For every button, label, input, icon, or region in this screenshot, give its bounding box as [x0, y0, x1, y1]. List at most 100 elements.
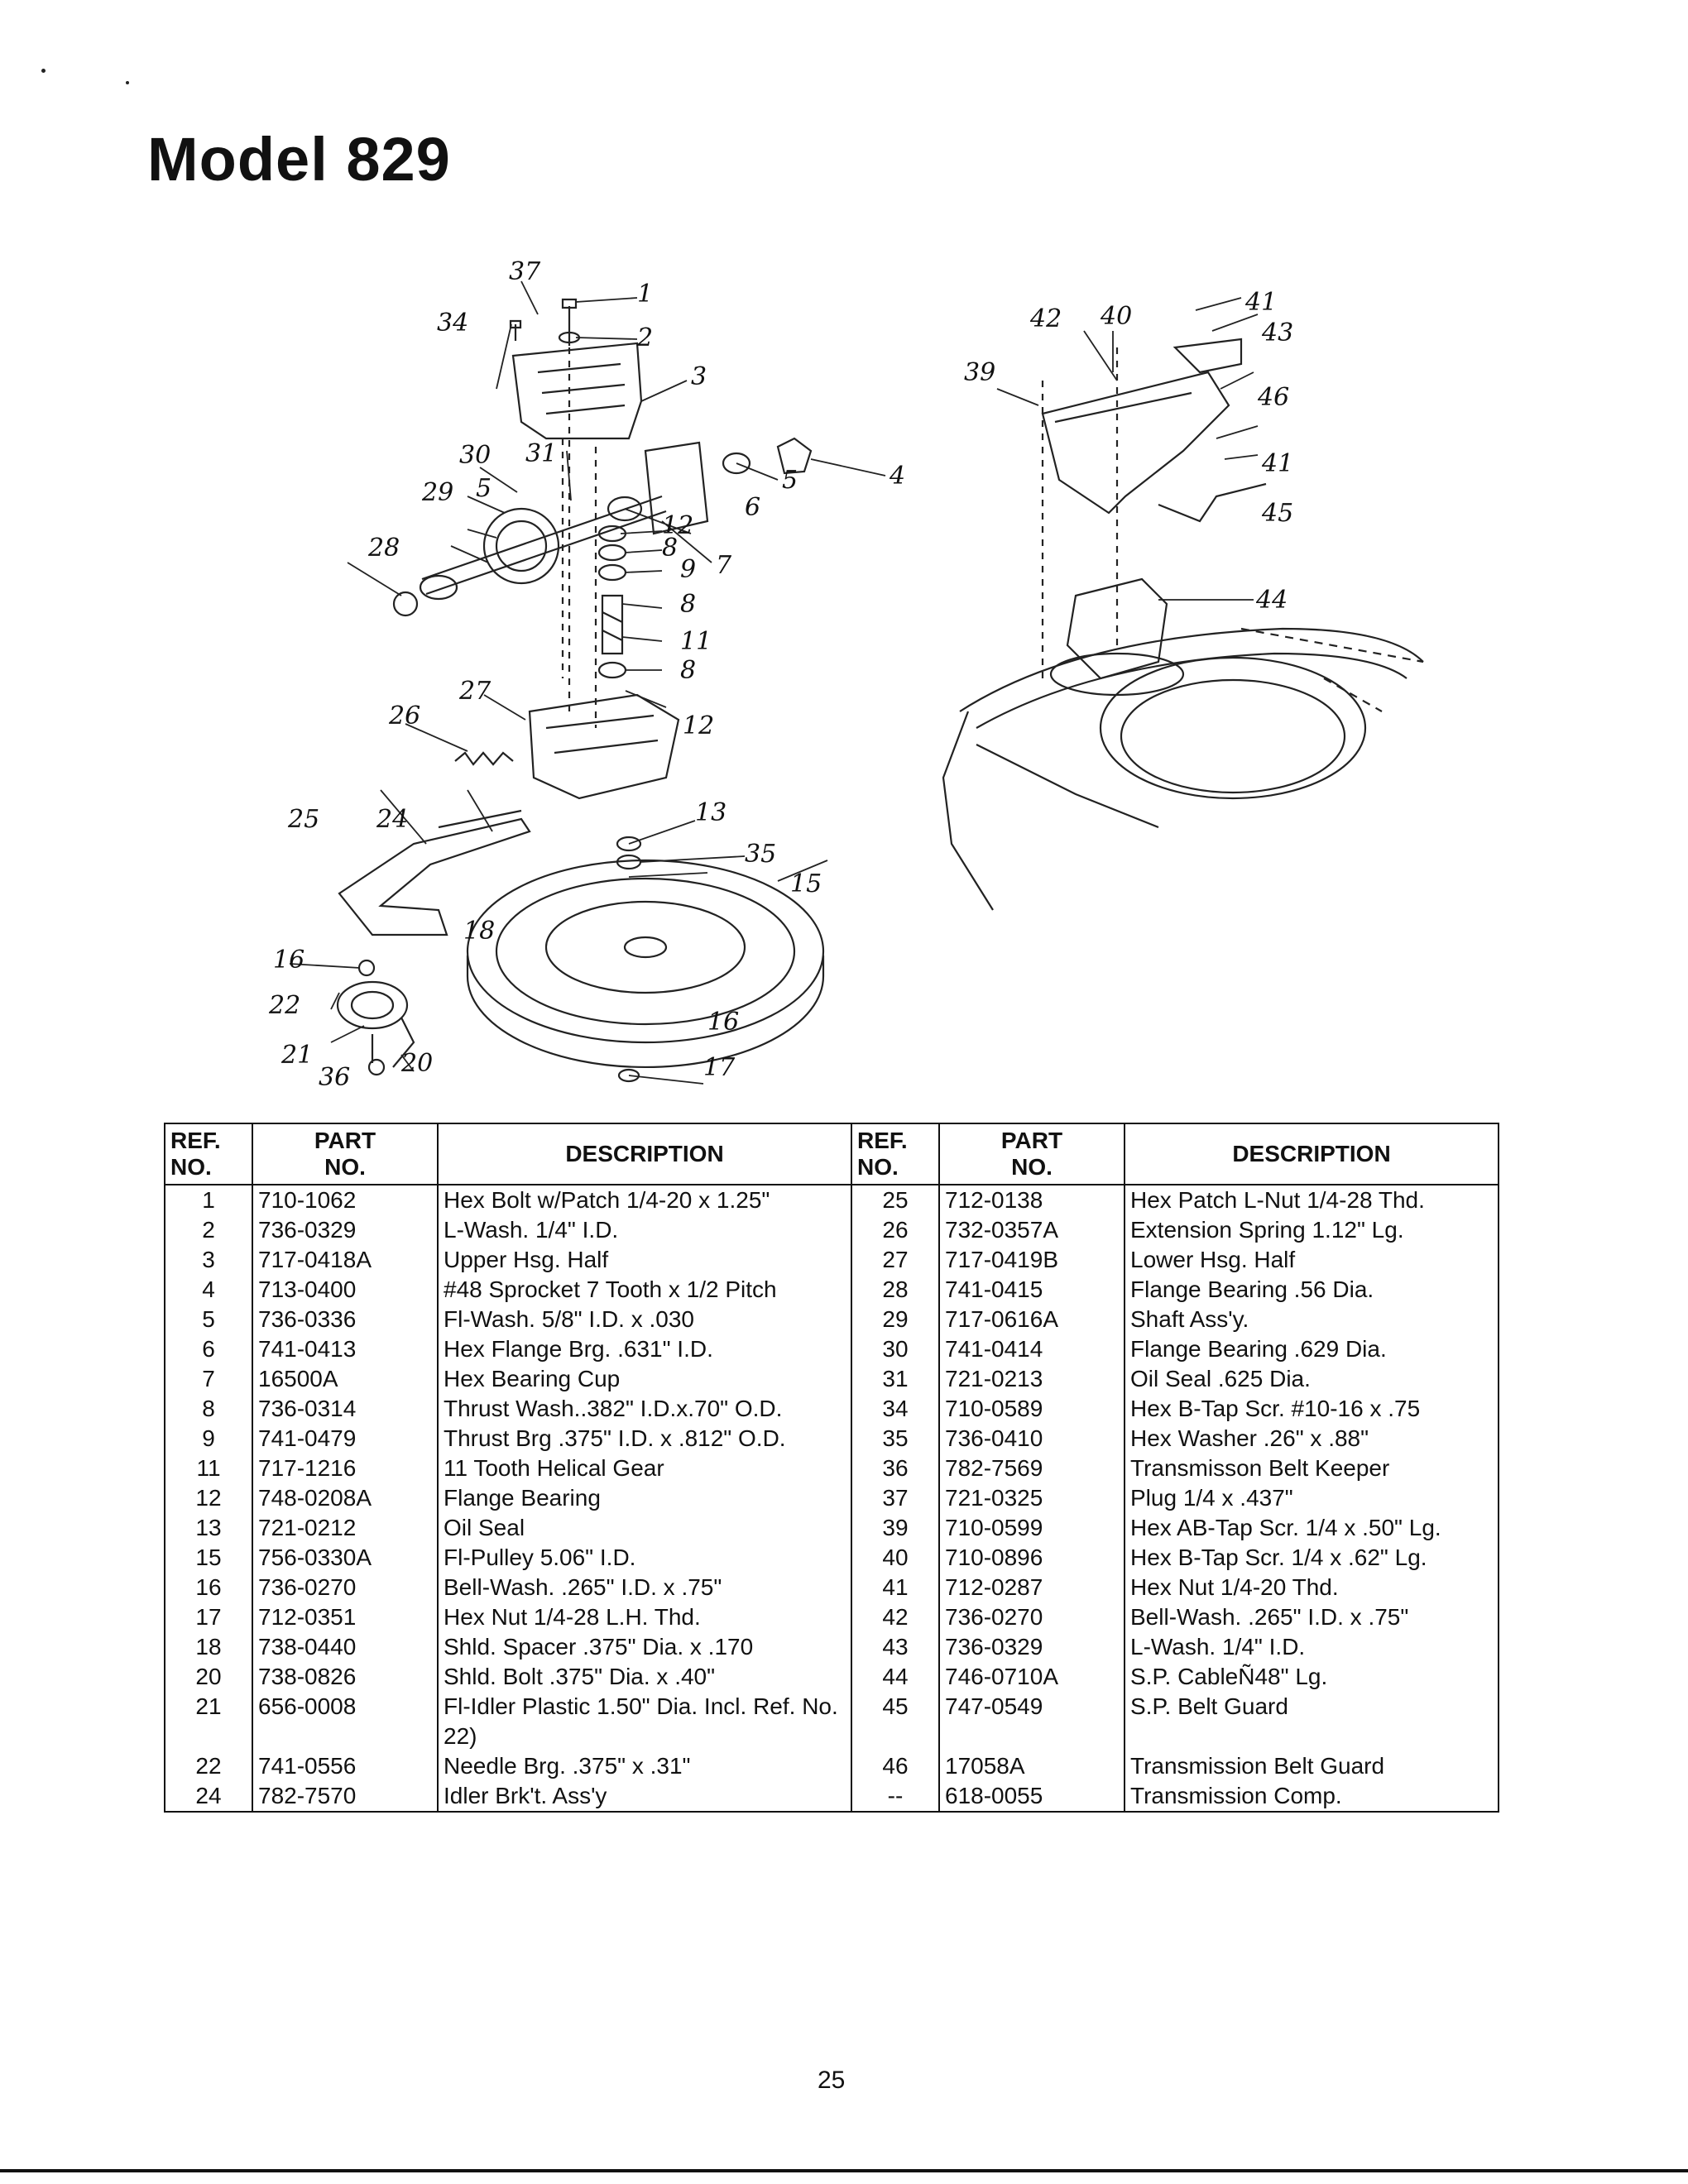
ref-no-cell: 4: [164, 1275, 253, 1305]
ref-no-cell: 13: [164, 1513, 253, 1544]
part-no-cell: 741-0556: [252, 1751, 439, 1782]
helical-gear-drawing: [601, 594, 624, 655]
callout: 8: [662, 534, 678, 563]
scan-speck: [41, 69, 46, 73]
callout: 43: [1261, 318, 1293, 347]
ref-no-cell: 31: [851, 1364, 940, 1395]
description-cell: Hex Patch L-Nut 1/4-28 Thd.: [1124, 1185, 1499, 1216]
callout: 3: [691, 362, 707, 391]
ref-no-cell: 35: [851, 1424, 940, 1454]
ref-no-cell: 36: [851, 1454, 940, 1484]
cable-drawing: [1158, 482, 1267, 523]
callout: 16: [273, 946, 305, 975]
upper-housing-drawing: [511, 342, 643, 440]
callout: 2: [636, 323, 653, 352]
ref-no-cell: 24: [164, 1781, 253, 1813]
plug-drawing: [509, 319, 522, 341]
description-cell: #48 Sprocket 7 Tooth x 1/2 Pitch: [437, 1275, 852, 1305]
part-no-cell: 717-0616A: [938, 1305, 1125, 1335]
description-cell: Hex Bearing Cup: [437, 1364, 852, 1395]
ref-no-cell: 9: [164, 1424, 253, 1454]
description-cell: Oil Seal .625 Dia.: [1124, 1364, 1499, 1395]
description-cell: Flange Bearing: [437, 1483, 852, 1514]
transmission-drawing: [1066, 577, 1168, 680]
description-cell: Thrust Wash..382" I.D.x.70" O.D.: [437, 1394, 852, 1425]
ref-no-cell: 18: [164, 1632, 253, 1663]
description-cell: Hex B-Tap Scr. 1/4 x .62" Lg.: [1124, 1543, 1499, 1573]
description-cell: Oil Seal: [437, 1513, 852, 1544]
description-cell: Lower Hsg. Half: [1124, 1245, 1499, 1276]
callout: 16: [707, 1008, 739, 1037]
ref-no-cell: 37: [851, 1483, 940, 1514]
ref-no-cell: 5: [164, 1305, 253, 1335]
callout: 24: [376, 805, 408, 834]
part-no-cell: 656-0008: [252, 1692, 439, 1752]
sprocket-drawing: [776, 437, 813, 475]
ref-no-cell: 17: [164, 1602, 253, 1633]
large-gear-drawing: [482, 507, 560, 585]
callout: 21: [281, 1041, 313, 1070]
callout: 39: [964, 358, 995, 387]
description-cell: Shld. Spacer .375" Dia. x .170: [437, 1632, 852, 1663]
part-no-cell: 782-7569: [938, 1454, 1125, 1484]
description-cell: Hex Washer .26" x .88": [1124, 1424, 1499, 1454]
description-cell: Hex Bolt w/Patch 1/4-20 x 1.25": [437, 1185, 852, 1216]
ref-no-cell: 25: [851, 1185, 940, 1216]
description-cell: Flange Bearing .629 Dia.: [1124, 1334, 1499, 1365]
part-no-cell: 748-0208A: [252, 1483, 439, 1514]
ref-no-cell: 15: [164, 1543, 253, 1573]
ref-no-cell: 46: [851, 1751, 940, 1782]
description-cell: Flange Bearing .56 Dia.: [1124, 1275, 1499, 1305]
callout: 25: [287, 805, 319, 834]
ref-no-cell: 44: [851, 1662, 940, 1693]
description-cell: Extension Spring 1.12" Lg.: [1124, 1215, 1499, 1246]
callout: 15: [790, 869, 822, 898]
part-no-cell: 710-0896: [938, 1543, 1125, 1573]
part-no-cell: 782-7570: [252, 1781, 439, 1813]
callout: 7: [716, 551, 732, 580]
scan-speck: [126, 81, 129, 84]
bottom-rule: [0, 2169, 1688, 2172]
page-title: Model 829: [147, 125, 451, 194]
description-cell: Needle Brg. .375" x .31": [437, 1751, 852, 1782]
description-cell: Shaft Ass'y.: [1124, 1305, 1499, 1335]
part-no-cell: 713-0400: [252, 1275, 439, 1305]
description-cell: Shld. Bolt .375" Dia. x .40": [437, 1662, 852, 1693]
description-header: DESCRIPTION: [1124, 1122, 1499, 1186]
part-no-cell: 736-0270: [252, 1573, 439, 1603]
part-no-cell: 717-1216: [252, 1454, 439, 1484]
description-cell: Idler Brk't. Ass'y: [437, 1781, 852, 1813]
part-no-cell: 736-0270: [938, 1602, 1125, 1633]
description-cell: Fl-Wash. 5/8" I.D. x .030: [437, 1305, 852, 1335]
idler-pulley-drawing: [336, 980, 409, 1030]
ref-no-cell: 26: [851, 1215, 940, 1246]
deck-opening-drawing: [1099, 656, 1367, 800]
ref-no-cell: 2: [164, 1215, 253, 1246]
callout: 34: [437, 309, 468, 338]
spring-drawing: [454, 751, 514, 766]
part-no-cell: 710-0589: [938, 1394, 1125, 1425]
part-no-cell: 717-0419B: [938, 1245, 1125, 1276]
description-cell: L-Wash. 1/4" I.D.: [437, 1215, 852, 1246]
idler-bracket-drawing: [338, 817, 531, 936]
callout: 37: [509, 257, 541, 286]
part-no-cell: 732-0357A: [938, 1215, 1125, 1246]
callout: 40: [1100, 302, 1132, 331]
part-no-cell: 746-0710A: [938, 1662, 1125, 1693]
part-no-cell: 741-0479: [252, 1424, 439, 1454]
deck-drawing: [959, 627, 1424, 712]
description-cell: Hex Nut 1/4-28 L.H. Thd.: [437, 1602, 852, 1633]
